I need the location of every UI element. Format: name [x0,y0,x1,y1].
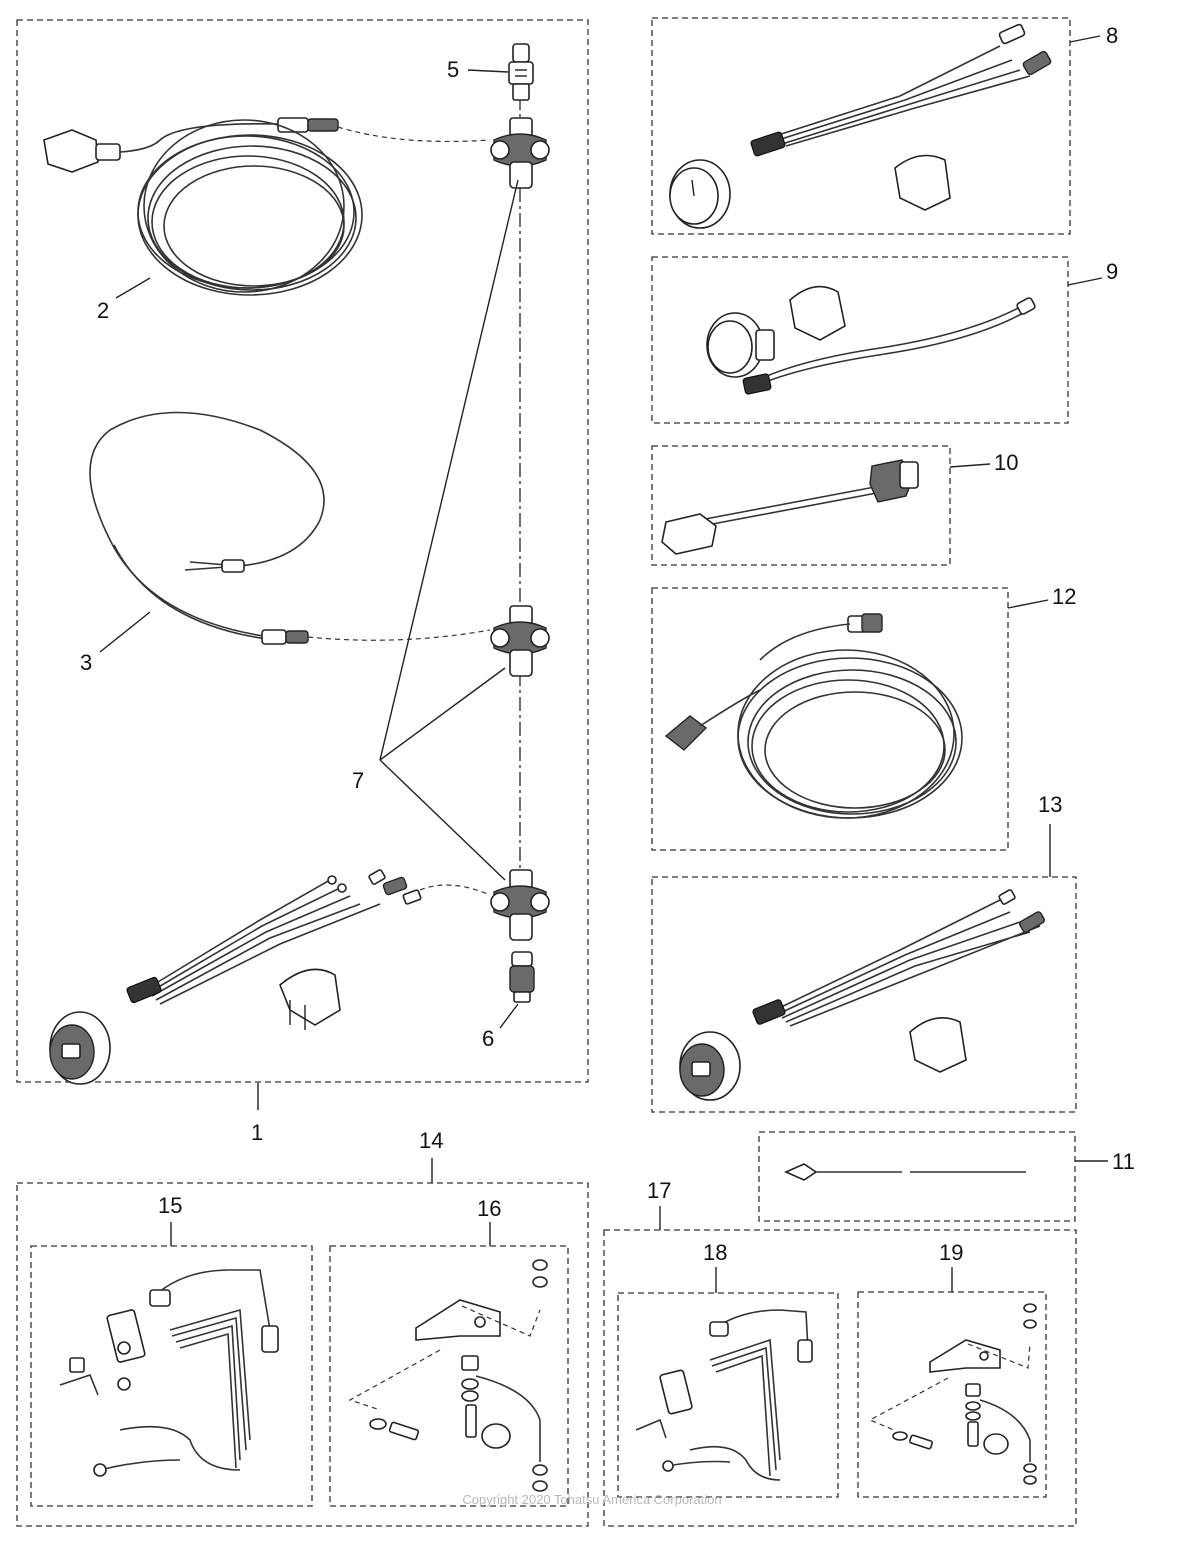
connect-line-harness-to-t [419,884,491,896]
callout-3: 3 [80,650,92,675]
gauge-harness-8 [669,23,1052,229]
leader-8 [1069,35,1101,43]
gauge-harness-13 [679,889,1045,1101]
group-box-18 [617,1292,839,1498]
t-connector-top [490,117,550,189]
callout-15: 15 [158,1193,182,1218]
group-box-19 [857,1291,1047,1498]
group-box-1 [16,19,589,1083]
bracket-kit-19 [868,1303,1037,1485]
sensor-probe-11 [784,1163,1026,1181]
callout-11: 11 [1112,1149,1135,1174]
terminator-plug-6 [509,951,535,1003]
group-box-8 [651,17,1071,235]
wiring-harness-18 [635,1309,813,1481]
callout-12: 12 [1052,584,1076,609]
callout-7: 7 [352,768,364,793]
callout-1: 1 [251,1120,263,1145]
callout-17: 17 [647,1178,671,1203]
group-box-9 [651,256,1069,424]
group-box-10 [651,445,951,566]
group-box-12 [651,587,1009,851]
leader-9 [1067,277,1103,286]
group-box-16 [329,1245,569,1507]
gauge-harness-9 [706,285,1036,395]
callout-2: 2 [97,298,109,323]
callout-5: 5 [447,57,459,82]
leader-12 [1007,599,1049,609]
group-box-15 [30,1245,313,1507]
callout-18: 18 [703,1240,727,1265]
t-connector-bottom [490,869,550,941]
callout-19: 19 [939,1240,963,1265]
leader-6 [499,1003,519,1029]
extension-cable-coil-12 [664,613,963,819]
connect-line-2-to-t [337,126,491,143]
leader-3 [99,611,151,653]
terminator-plug-5 [508,43,534,101]
leader-5 [467,69,509,73]
group-box-11 [758,1131,1076,1222]
callout-14: 14 [419,1128,443,1153]
callout-16: 16 [477,1196,501,1221]
callout-10: 10 [994,450,1018,475]
cable-loop-3 [89,411,325,645]
wiring-harness-15 [59,1269,279,1477]
t-connector-middle [490,605,550,677]
copyright-text: Copyright 2020 Tohatsu America Corporati… [462,1492,721,1507]
connect-line-3-to-t [307,629,491,641]
gauge-harness-1 [49,869,422,1085]
leader-2 [115,277,151,299]
group-box-13 [651,876,1077,1113]
callout-6: 6 [482,1026,494,1051]
callout-8: 8 [1106,23,1118,48]
callout-9: 9 [1106,259,1118,284]
group-box-17 [603,1229,1077,1527]
group-box-14 [16,1182,589,1527]
adapter-cable-10 [661,459,919,555]
extension-cable-coil-2 [43,117,363,296]
callout-13: 13 [1038,792,1062,817]
leader-10 [949,463,991,468]
bracket-kit-16 [348,1259,548,1492]
leader-7 [379,179,519,881]
